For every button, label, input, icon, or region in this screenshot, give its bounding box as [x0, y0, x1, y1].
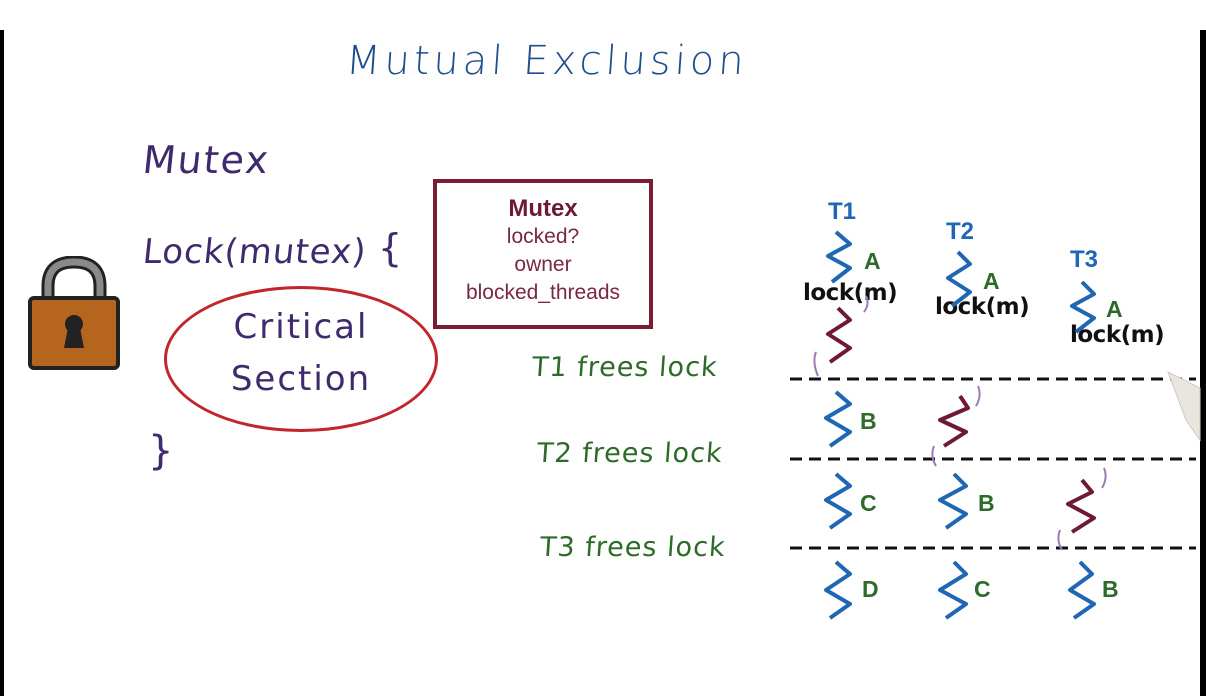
mutex-field-owner: owner [514, 253, 572, 276]
padlock-icon [28, 256, 120, 370]
thread-t1-critical-section [826, 306, 852, 364]
thread-t1-segment-c [824, 472, 852, 530]
thread-label-t3: T3 [1070, 246, 1099, 273]
segment-t3-a: A [1106, 296, 1123, 322]
lock-tick-t1 [863, 295, 869, 313]
thread-t2-segment-c [938, 560, 968, 620]
segment-t3-b: B [1102, 576, 1119, 602]
mutex-struct-box: Mutex locked? owner blocked_threads [433, 179, 653, 329]
brace-close: } [148, 428, 174, 474]
segment-t2-b: B [978, 490, 995, 516]
thread-t2-critical-section [938, 394, 970, 448]
segment-t1-b: B [860, 408, 877, 434]
segment-t2-c: C [974, 576, 991, 602]
lock-call-t2: lock(m) [935, 294, 1030, 320]
thread-t1-segment-b [824, 390, 852, 448]
lock-tick-t3 [1101, 467, 1107, 489]
critical-section-oval: Critical Section [164, 286, 438, 432]
frame-right-border [1200, 30, 1206, 696]
frame-left-border [0, 30, 4, 696]
critical-label-line2: Section [230, 359, 372, 399]
critical-label-line1: Critical [233, 307, 369, 347]
segment-t1-c: C [860, 490, 877, 516]
unlock-tick-t3 [1057, 529, 1063, 551]
lock-call-t1: lock(m) [803, 280, 898, 306]
unlock-tick-t2 [931, 445, 937, 467]
segment-t1-a: A [864, 248, 881, 274]
thread-t2-segment-a [946, 250, 972, 308]
thread-t3-segment-b [1068, 560, 1096, 620]
mutex-box-title: Mutex [508, 195, 578, 222]
segment-t2-a: A [983, 268, 1000, 294]
pen-tip [1167, 370, 1201, 442]
thread-label-t1: T1 [828, 198, 857, 225]
thread-t3-critical-section [1066, 478, 1096, 534]
mutex-field-blocked-threads: blocked_threads [465, 281, 621, 304]
thread-t2-segment-b [938, 472, 968, 530]
segment-t1-d: D [862, 576, 879, 602]
thread-t3-segment-a [1070, 280, 1096, 334]
mutex-field-locked: locked? [506, 225, 580, 248]
lock-tick-t2 [975, 385, 981, 407]
thread-t1-segment-d [824, 560, 852, 620]
thread-t1-segment-a [826, 230, 852, 284]
thread-label-t2: T2 [946, 218, 975, 245]
brace-open: { [378, 226, 403, 270]
unlock-tick-t1 [813, 351, 819, 377]
